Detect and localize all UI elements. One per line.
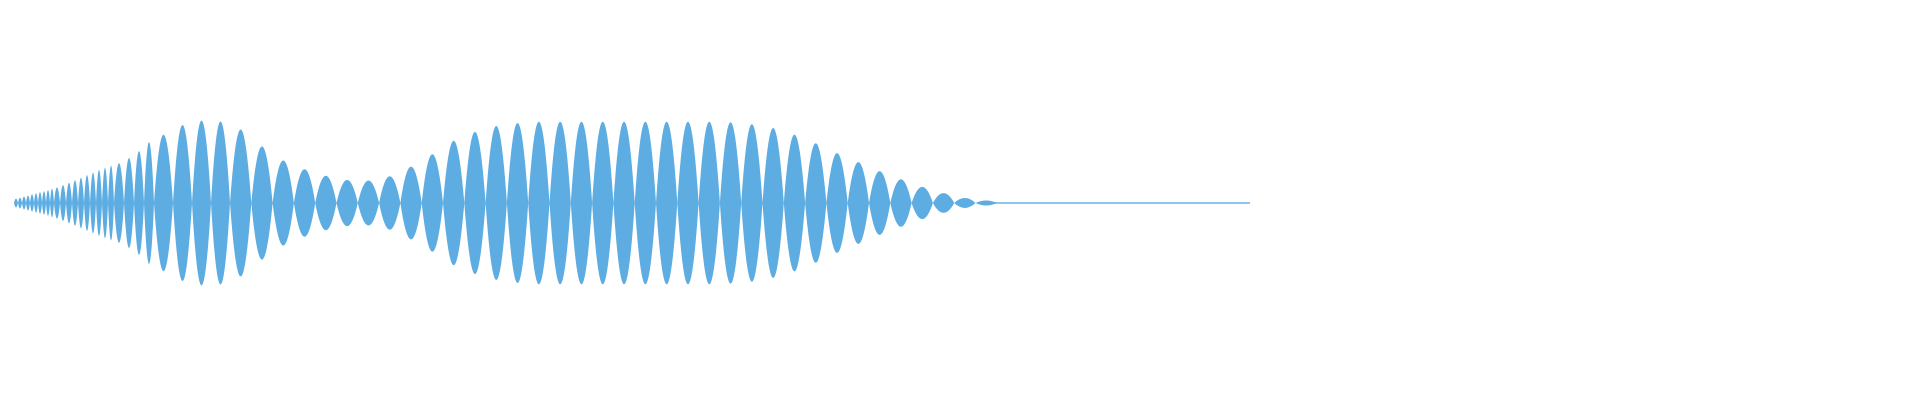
waveform-lobe <box>656 121 678 285</box>
waveform-lobe <box>570 121 593 285</box>
waveform-lobe <box>30 194 34 212</box>
waveform-lobe <box>173 124 192 282</box>
waveform-lobe <box>698 121 720 285</box>
waveform-lobe <box>783 134 806 272</box>
waveform-lobe <box>357 180 380 226</box>
waveform-lobe <box>975 200 997 206</box>
waveform-lobe <box>18 197 22 209</box>
waveform-lobe <box>34 193 38 213</box>
waveform-lobe <box>315 175 337 231</box>
waveform-lobe <box>60 185 66 221</box>
waveform-lobe <box>154 134 173 272</box>
waveform-lobe <box>84 175 90 231</box>
waveform-lobe <box>124 157 134 249</box>
waveform-lobe <box>66 182 72 224</box>
waveform-lobe <box>90 172 96 234</box>
waveform-lobe <box>22 196 26 210</box>
waveform-tail <box>990 202 1250 204</box>
waveform-lobe <box>144 142 154 264</box>
waveform-lobe <box>46 190 50 216</box>
waveform-lobe <box>869 171 891 235</box>
waveform-lobe <box>96 170 102 236</box>
waveform-lobe <box>272 160 294 246</box>
waveform-lobe <box>26 195 30 211</box>
waveform-lobe <box>293 169 316 237</box>
waveform-lobe <box>336 179 358 227</box>
waveform-lobe <box>485 126 507 280</box>
waveform-lobe <box>251 146 273 260</box>
waveform-lobe <box>506 122 529 284</box>
waveform-lobe <box>549 121 571 285</box>
waveform-lobe <box>54 187 60 219</box>
waveform-lobe <box>464 131 486 275</box>
waveform-lobe <box>890 179 912 227</box>
waveform-lobe <box>719 122 742 284</box>
waveform-lobe <box>911 186 933 220</box>
waveform-lobe <box>42 191 46 215</box>
waveform-lobe <box>528 121 550 285</box>
waveform-lobe <box>14 198 18 208</box>
waveform-lobe <box>443 140 465 266</box>
waveform-lobe <box>592 121 614 285</box>
waveform-lobe <box>762 128 784 278</box>
waveform-lobe <box>932 193 955 213</box>
waveform-lobe <box>38 192 42 214</box>
waveform-lobe <box>634 121 656 285</box>
waveform-lobe <box>741 124 763 282</box>
waveform-lobe <box>677 121 699 285</box>
waveform-lobe <box>400 166 422 240</box>
waveform-lobe <box>108 165 114 241</box>
waveform-lobe <box>826 153 848 253</box>
waveform-lobe <box>379 176 401 230</box>
waveform-lobe <box>230 129 252 277</box>
waveform-lobe <box>613 121 635 285</box>
waveform-lobe <box>72 180 78 226</box>
waveform-lobe <box>954 198 976 208</box>
waveform-lobe <box>847 162 869 244</box>
waveform-lobe <box>134 151 144 255</box>
waveform-lobe <box>192 120 211 286</box>
waveform-lobe <box>50 188 54 218</box>
waveform-lobe <box>114 163 124 243</box>
waveform-lobe <box>211 121 230 285</box>
waveform-lobe <box>805 143 827 263</box>
waveform-bars <box>14 120 1250 286</box>
waveform-lobe <box>78 177 84 229</box>
waveform-lobe <box>421 154 443 252</box>
waveform-lobe <box>102 167 108 239</box>
